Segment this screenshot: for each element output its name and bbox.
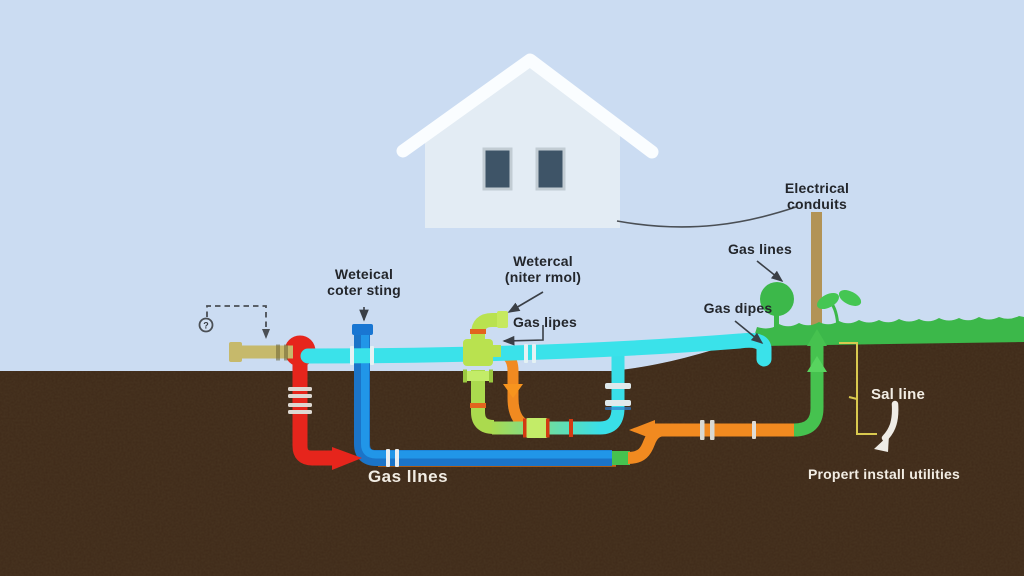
window-right xyxy=(535,147,566,191)
house-roof xyxy=(396,53,659,159)
label-gas-lines: Gas lines xyxy=(727,241,793,257)
locator-glyph: ? xyxy=(203,321,209,331)
flow-arrow-up xyxy=(807,356,827,372)
meter-body xyxy=(463,339,493,366)
pipe-coupling xyxy=(350,344,536,365)
pointer-gas-lipes xyxy=(502,325,544,346)
label-line: (niter rmol) xyxy=(504,269,582,285)
label-line: Electrical xyxy=(784,180,850,196)
pointer-gas-dipes xyxy=(734,320,764,345)
flow-arrow-up xyxy=(807,329,827,346)
label-sal-line: Sal line xyxy=(870,386,926,403)
pointer-wetercal xyxy=(507,291,544,313)
label-electrical-conduits: Electrical conduits xyxy=(785,180,849,212)
locator-bracket: ? xyxy=(198,305,270,339)
down-left-arrow xyxy=(874,400,899,452)
pipe-coupling xyxy=(470,403,573,438)
pipe-flange xyxy=(605,383,631,410)
label-gas-dipes: Gas dipes xyxy=(703,300,773,316)
electrical-conduit-pole xyxy=(811,212,822,334)
pipe-coupling xyxy=(386,449,399,467)
house xyxy=(396,53,659,228)
sal-line-callout xyxy=(839,342,877,435)
riser-cap xyxy=(352,324,373,335)
pointer-gas-lines xyxy=(756,260,784,282)
label-propert-install-utilities: Propert install utilities xyxy=(807,466,961,482)
label-line: conduits xyxy=(787,196,847,212)
shrub xyxy=(760,282,794,332)
flow-arrow-down xyxy=(503,384,523,398)
flow-arrow-left xyxy=(629,420,655,440)
label-line: Weteical xyxy=(334,266,394,282)
label-weteical-coter-sting: Weteical coter sting xyxy=(327,266,401,298)
orange-service-pipe xyxy=(629,329,827,440)
label-wetercal-niter-rmol: Wetercal (niter rmol) xyxy=(505,253,581,285)
locator-marker xyxy=(198,317,214,333)
label-gas-llnes: Gas llnes xyxy=(367,467,449,486)
label-line: coter sting xyxy=(327,282,401,298)
pipe-flange xyxy=(288,387,312,414)
tan-curb-stop-pipe xyxy=(229,342,293,362)
sprout xyxy=(816,290,862,333)
window-left xyxy=(482,147,513,191)
pipe-coupling xyxy=(700,420,756,440)
label-gas-lipes: Gas lipes xyxy=(512,314,578,330)
label-line: Wetercal xyxy=(513,253,573,269)
pipe-flange xyxy=(463,369,493,383)
label-pointers xyxy=(359,260,784,346)
flow-arrow-right xyxy=(332,447,362,470)
lower-main-pipe xyxy=(463,356,631,438)
electrical-wire xyxy=(616,206,797,228)
water-meter-assembly xyxy=(463,311,508,366)
